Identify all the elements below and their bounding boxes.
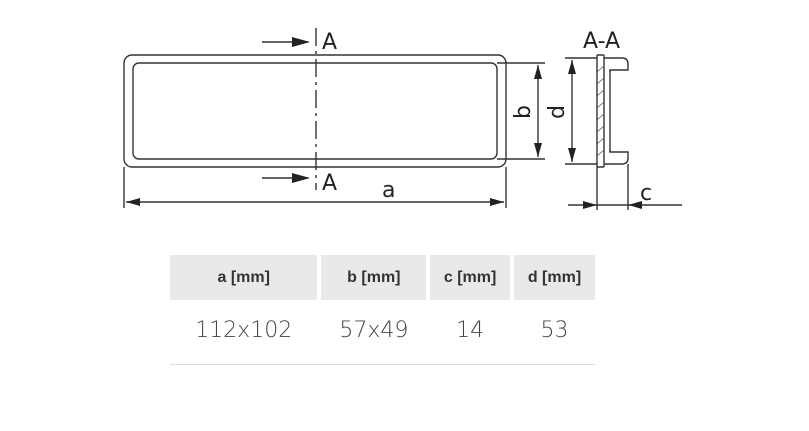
section-arrowhead-bottom [292, 173, 310, 183]
cell-c: 14 [456, 317, 485, 343]
table-header-row: a [mm] b [mm] c [mm] d [mm] [170, 255, 595, 300]
dimension-a-label: a [382, 178, 395, 203]
dimensions-table: a [mm] b [mm] c [mm] d [mm] 112x102 57x4… [166, 255, 599, 360]
section-title: A-A [583, 29, 620, 54]
dimension-b-arrowhead-top [534, 65, 542, 79]
front-view-outer-frame [123, 54, 507, 168]
dimensions-table-wrapper: a [mm] b [mm] c [mm] d [mm] 112x102 57x4… [170, 255, 595, 360]
front-view-inner-frame [132, 62, 498, 160]
dimension-a-arrowhead-left [126, 198, 140, 206]
dimension-b-label: b [511, 105, 536, 119]
dimension-a-arrowhead-right [490, 198, 504, 206]
dimension-c-label: c [640, 181, 652, 206]
cell-a: 112x102 [195, 317, 293, 343]
table-row: 112x102 57x49 14 53 [170, 300, 595, 360]
header-d: d [mm] [513, 255, 595, 300]
table-bottom-rule [170, 364, 595, 365]
section-view-bottom-lip [604, 150, 629, 165]
dimension-c-arrowhead-right [628, 201, 642, 209]
section-view-flange [596, 54, 605, 168]
header-b: b [mm] [321, 255, 427, 300]
dimension-d-arrowhead-bottom [568, 148, 576, 162]
section-view-top-lip [604, 57, 629, 72]
cell-b: 57x49 [339, 317, 409, 343]
dimension-d-arrowhead-top [568, 60, 576, 74]
dimension-b-arrowhead-bottom [534, 143, 542, 157]
cell-d: 53 [540, 317, 569, 343]
header-c: c [mm] [430, 255, 510, 300]
section-arrowhead-top [292, 37, 310, 47]
dimension-d-label: d [545, 105, 570, 119]
section-marker-bottom: A [322, 171, 337, 196]
dimension-c-arrowhead-left [583, 201, 597, 209]
technical-drawing: A A a b d c A-A [123, 28, 682, 210]
section-marker-top: A [322, 30, 337, 55]
header-a: a [mm] [170, 255, 318, 300]
